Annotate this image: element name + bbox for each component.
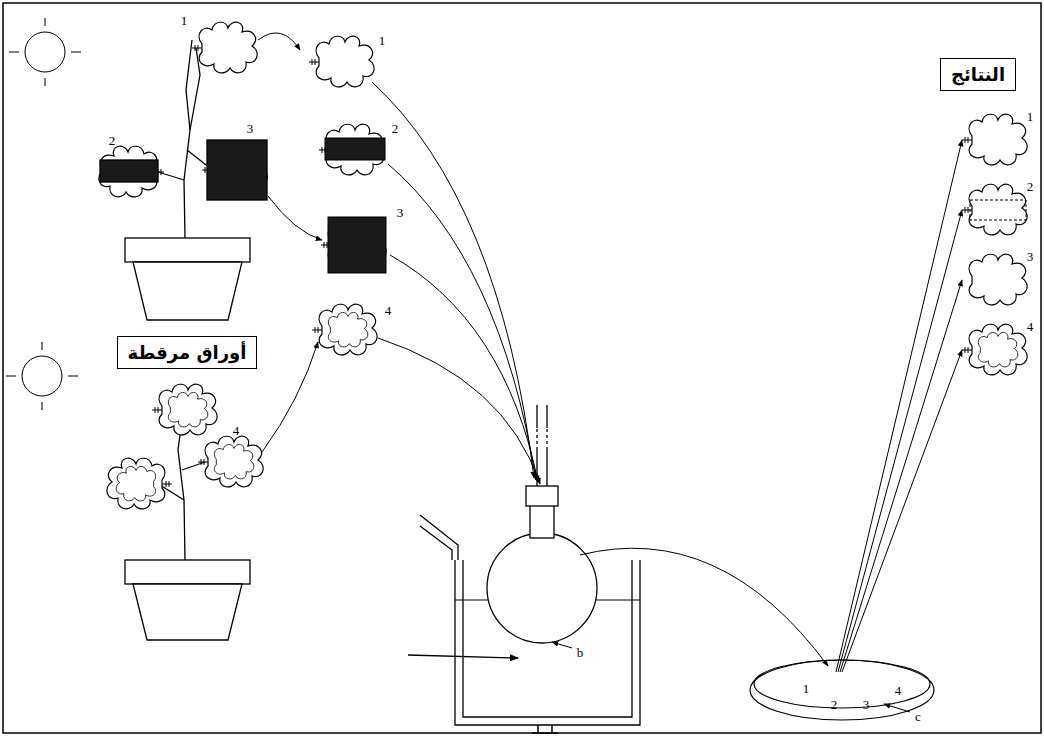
leader-line [884, 704, 910, 712]
callout-number: 4 [385, 304, 392, 317]
potted-plant [99, 22, 267, 320]
callout-number: 2 [109, 134, 116, 147]
callout-number: 1 [181, 14, 188, 27]
caption-box: أوراق مرقطة [117, 336, 258, 369]
callout-number: 3 [247, 122, 254, 135]
box-label: أوراق مرقطة [128, 342, 247, 363]
callout-number: 2 [831, 698, 838, 711]
frame [3, 3, 1041, 733]
callout-number: 3 [397, 206, 404, 219]
leader-line [552, 642, 572, 648]
callout-number: 2 [1027, 180, 1034, 193]
box-label: النتائج [951, 64, 1005, 85]
callout-number: b [577, 646, 584, 659]
flask [487, 405, 597, 643]
variegated-plant [107, 384, 263, 640]
callout-number: 1 [1027, 110, 1034, 123]
callout-number: 2 [392, 122, 399, 135]
callout-number: 1 [379, 34, 386, 47]
transfer-arrow [580, 548, 828, 666]
transfer-arrow [372, 82, 540, 484]
callout-number: 4 [233, 424, 240, 437]
callout-number: c [915, 710, 921, 723]
callout-number: 1 [803, 682, 810, 695]
callout-number: 4 [895, 684, 902, 697]
results-box: النتائج [940, 58, 1016, 91]
result-line [836, 140, 962, 672]
transfer-arrow [258, 33, 322, 452]
callout-number: 4 [1027, 320, 1034, 333]
sun [9, 18, 81, 86]
result-leaf [962, 114, 1027, 375]
petri-dish [750, 660, 934, 720]
callout-number: 3 [863, 698, 870, 711]
water-bath [408, 515, 640, 733]
sun [6, 342, 78, 410]
callout-number: 3 [1027, 250, 1034, 263]
